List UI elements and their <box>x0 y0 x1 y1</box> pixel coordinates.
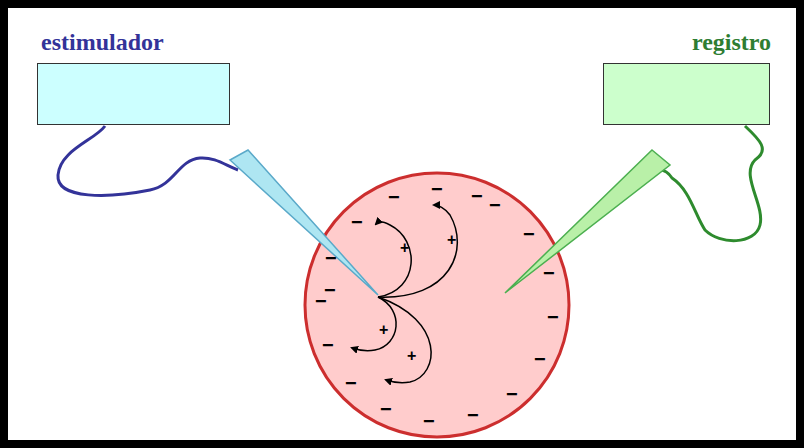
frame <box>4 4 800 444</box>
charge-sign: − <box>380 399 392 419</box>
instrument-label: registro <box>692 30 771 54</box>
charge-sign: − <box>388 187 400 207</box>
instrument-box: estimulador <box>37 63 230 125</box>
charge-sign: − <box>506 384 518 404</box>
recording-electrode <box>505 150 670 293</box>
charge-sign: − <box>322 335 334 355</box>
charge-sign: − <box>345 373 357 393</box>
charge-sign: − <box>324 280 336 300</box>
current-sign: + <box>379 322 388 338</box>
current-sign: + <box>447 232 456 248</box>
charge-sign: − <box>423 411 435 431</box>
charge-sign: − <box>489 195 501 215</box>
current-arrow <box>378 205 457 297</box>
current-arrows <box>352 205 457 383</box>
current-sign: + <box>407 348 416 364</box>
instrument-box: registro <box>603 63 770 125</box>
recording-wire <box>660 126 762 241</box>
charge-sign: − <box>351 212 363 232</box>
current-arrow <box>352 297 396 351</box>
cell <box>305 173 569 437</box>
charge-sign: − <box>547 307 559 327</box>
stimulating-electrode <box>230 150 378 295</box>
charge-sign: − <box>467 405 479 425</box>
charge-sign: − <box>543 263 555 283</box>
instrument-label: estimulador <box>41 30 164 54</box>
charge-sign: − <box>523 224 535 244</box>
charge-sign: − <box>431 179 443 199</box>
charge-sign: − <box>534 349 546 369</box>
current-arrow <box>378 297 431 383</box>
stimulator-wire <box>58 126 238 195</box>
charge-sign: − <box>325 248 337 268</box>
charge-sign: − <box>471 186 483 206</box>
current-arrow <box>376 222 411 297</box>
current-sign: + <box>400 240 409 256</box>
